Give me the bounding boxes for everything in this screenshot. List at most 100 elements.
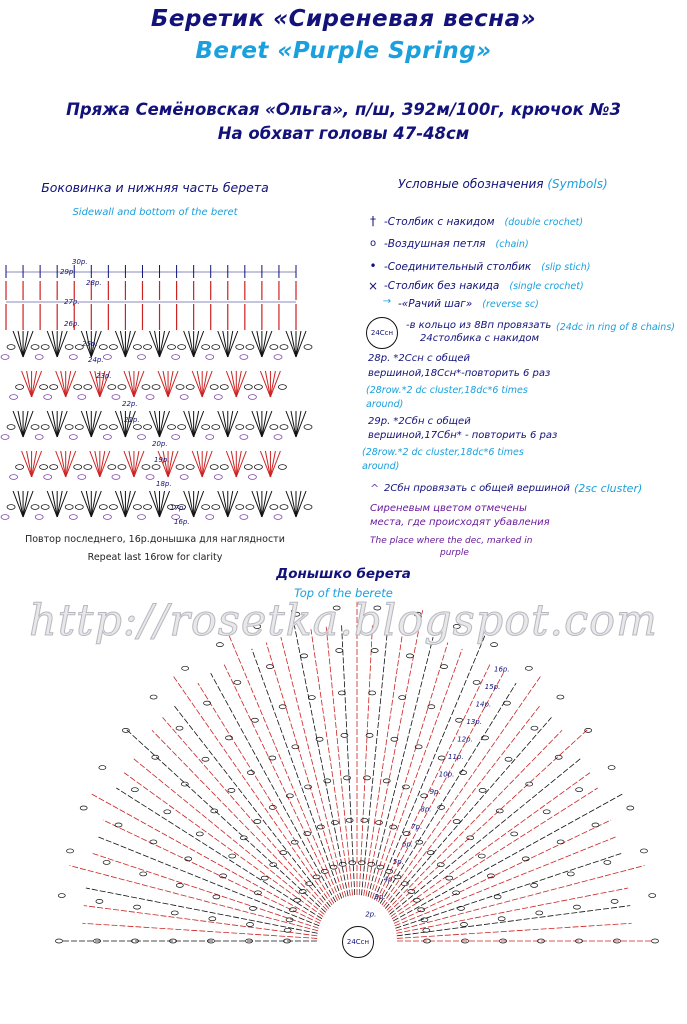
fan-chain <box>648 893 657 898</box>
fan-stitch <box>85 410 92 438</box>
symbols-heading-en: (Symbols) <box>547 177 608 191</box>
chain-loop <box>239 514 249 520</box>
fan-stitch <box>295 330 302 358</box>
fan-chain <box>266 664 274 669</box>
side-row-label: 28р. <box>86 279 102 287</box>
chain-loop <box>185 384 195 390</box>
fan-stitch <box>251 410 263 438</box>
chain-loop <box>273 354 283 360</box>
fan-spoke <box>265 642 345 898</box>
fan-chain <box>149 839 158 845</box>
fan-chain <box>323 778 332 784</box>
fan-chain <box>228 853 237 859</box>
top-row-label: 16р. <box>494 666 510 674</box>
fan-spoke <box>383 704 541 907</box>
row29-en-2: around) <box>362 461 400 472</box>
fan-chain <box>415 839 424 845</box>
fan-stitch <box>56 490 63 518</box>
fan-stitch <box>201 450 213 478</box>
chain-loop <box>209 384 219 390</box>
dec-note-en-2: purple <box>440 548 469 558</box>
fan-chain <box>493 894 502 900</box>
fan-chain <box>413 611 422 617</box>
fan-chain <box>180 781 189 787</box>
chain-loop <box>245 344 255 350</box>
chain-loop <box>219 384 229 390</box>
fan-stitch <box>159 490 170 518</box>
fan-stitch <box>22 330 34 358</box>
fan-stitch <box>201 370 213 398</box>
fan-chain <box>373 605 382 611</box>
fan-chain <box>575 787 583 793</box>
chain-loop <box>73 384 83 390</box>
fan-stitch <box>94 370 101 398</box>
chain-loop <box>40 504 50 510</box>
fan-stitch <box>12 330 24 358</box>
chain-loop <box>74 424 84 430</box>
chain-loop <box>9 474 18 480</box>
fan-stitch <box>133 370 145 398</box>
row29-ru-2: вершиной,17Сбн* - повторить 6 раз <box>368 430 558 441</box>
chain-loop <box>49 384 59 390</box>
chain-loop <box>103 354 112 360</box>
fan-stitch <box>114 410 126 438</box>
fan-chain <box>436 862 445 868</box>
fan-stitch <box>217 410 229 438</box>
fan-spoke <box>377 673 504 903</box>
fan-chain <box>315 736 324 742</box>
fan-stitch <box>235 450 242 478</box>
fan-stitch <box>230 450 237 478</box>
chain-loop <box>303 424 313 430</box>
fan-chain <box>79 805 88 811</box>
fan-stitch <box>80 490 92 518</box>
fan-stitch <box>167 370 174 398</box>
fan-stitch <box>157 370 169 398</box>
fan-stitch <box>133 450 140 478</box>
fan-chain <box>95 898 104 904</box>
chain-loop <box>141 384 151 390</box>
fan-chain <box>626 805 635 811</box>
fan-stitch <box>124 410 136 438</box>
fan-chain <box>260 875 269 881</box>
fan-chain <box>253 819 262 824</box>
fan-chain <box>203 700 211 706</box>
fan-chain <box>407 889 416 894</box>
side-row-label: 25р. <box>82 340 98 348</box>
fan-chain <box>420 917 429 923</box>
fan-stitch <box>290 410 297 438</box>
fan-chain <box>466 835 475 841</box>
fan-stitch <box>290 330 297 358</box>
fan-chain <box>131 938 139 944</box>
fan-spoke <box>392 793 623 922</box>
chain-loop <box>141 464 151 470</box>
fan-stitch <box>227 490 239 518</box>
fan-stitch <box>261 410 273 438</box>
fan-spoke <box>85 887 318 934</box>
chain-loop <box>248 474 257 480</box>
fan-chain <box>584 728 593 733</box>
fan-stitch <box>157 450 169 478</box>
size-info: На обхват головы 47-48см <box>217 124 470 143</box>
fan-stitch <box>225 370 237 398</box>
chain-loop <box>77 394 87 400</box>
top-row-label: 9р. <box>430 788 441 796</box>
fan-chain <box>245 938 253 944</box>
fan-stitch <box>65 370 72 398</box>
fan-spoke <box>228 635 341 900</box>
fan-stitch <box>149 330 160 358</box>
fan-spoke <box>210 673 337 903</box>
fan-stitch <box>227 490 234 518</box>
fan-chain <box>195 831 204 837</box>
fan-stitch <box>90 410 97 438</box>
fan-chain <box>149 694 158 700</box>
fan-chain <box>340 733 349 738</box>
fan-stitch <box>227 330 234 358</box>
fan-stitch <box>22 410 34 438</box>
fan-stitch <box>22 410 29 438</box>
fan-chain <box>613 938 621 944</box>
top-row-label: 3р. <box>374 893 385 901</box>
chain-loop <box>68 514 78 520</box>
fan-stitch <box>56 330 68 358</box>
fan-stitch <box>99 370 111 398</box>
fan-chain <box>285 793 294 799</box>
